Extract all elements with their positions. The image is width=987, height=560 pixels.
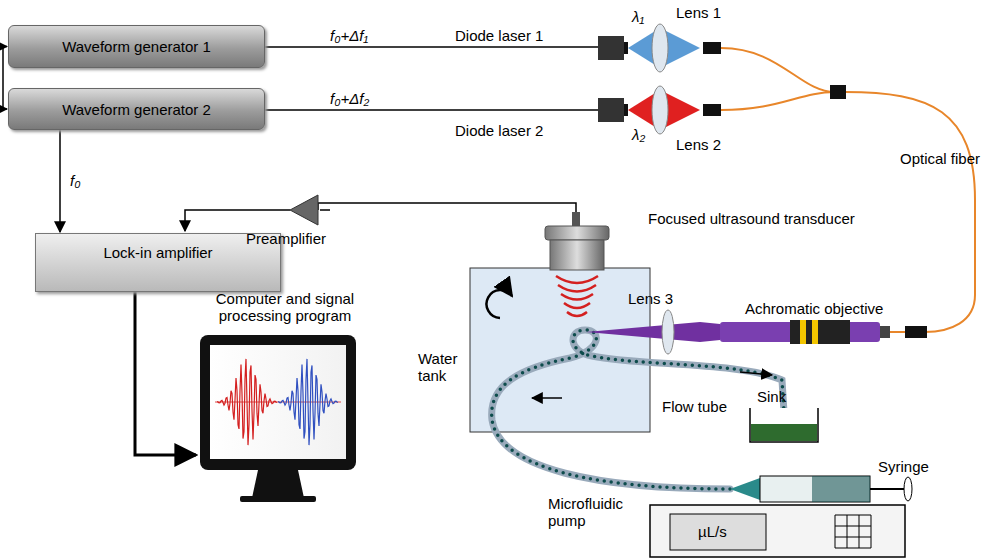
illustration-g: [556, 276, 598, 316]
illustration-polygon: [290, 195, 318, 225]
generator-box: Waveform generator 2: [8, 88, 265, 130]
part-label: Preamplifier: [246, 230, 326, 247]
illustration-rect: [703, 42, 721, 54]
illustration-rect: [210, 345, 346, 459]
illustration-path: [556, 276, 598, 283]
illustration-line: [835, 548, 871, 549]
illustration-line: [265, 46, 598, 48]
part-label: Diode laser 2: [455, 122, 543, 139]
part-label: Water tank: [418, 350, 468, 385]
node-label: Waveform generator 2: [62, 101, 211, 118]
part-label: Diode laser 1: [455, 27, 543, 44]
part-label: Sink: [757, 388, 786, 405]
illustration-polygon: [700, 322, 720, 342]
illustration-line: [740, 372, 772, 375]
illustration-path: [721, 48, 975, 332]
illustration-rect: [240, 496, 316, 502]
edge-label: f₀: [68, 172, 83, 189]
illustration-rect: [760, 476, 870, 502]
illustration-rect: [624, 42, 628, 54]
illustration-path: [750, 408, 818, 442]
illustration-line: [532, 397, 562, 399]
signal-connector: [59, 130, 61, 232]
illustration-rect: [598, 98, 624, 122]
illustration-rect: [812, 320, 818, 344]
illustration-rect: [800, 320, 806, 344]
illustration-rect: [812, 476, 870, 502]
part-label: Focused ultrasound transducer: [648, 210, 855, 227]
illustration-g: [835, 515, 871, 548]
part-label: Microfluidic pump: [548, 495, 643, 530]
illustration-polygon: [252, 470, 304, 498]
illustration-rect: [470, 268, 650, 432]
illustration-polyline: [185, 210, 290, 231]
illustration-rect: [830, 85, 846, 99]
illustration-polyline: [135, 292, 196, 455]
node-label: Waveform generator 1: [62, 38, 211, 55]
part-label: Lens 2: [676, 136, 721, 153]
illustration-ellipse: [904, 477, 912, 501]
illustration-path: [567, 312, 587, 316]
illustration-ellipse: [652, 86, 668, 134]
illustration-line: [871, 515, 872, 548]
illustration-path: [492, 330, 784, 489]
part-label: λ₂: [632, 126, 645, 143]
illustration-rect: [550, 240, 604, 270]
part-label: Syringe: [878, 458, 929, 475]
illustration-path: [561, 294, 593, 300]
illustration-rect: [905, 326, 927, 338]
part-label: Optical fiber: [900, 150, 980, 167]
signal-connector: [3, 47, 7, 110]
illustration-line: [847, 515, 848, 548]
illustration-line: [890, 331, 905, 333]
illustration-rect: [880, 326, 890, 338]
illustration-path: [564, 303, 590, 308]
illustration-ellipse: [652, 24, 668, 72]
illustration-line: [870, 488, 905, 490]
illustration-rect: [545, 226, 609, 240]
node-label: Lock-in amplifier: [36, 244, 280, 261]
part-label: µL/s: [698, 523, 727, 540]
part-label: f₀+Δf₂: [330, 90, 369, 107]
illustration-line: [859, 515, 860, 548]
part-label: Achromatic objective: [745, 300, 883, 317]
part-label: Lens 3: [628, 290, 673, 307]
illustration-line: [835, 515, 836, 548]
part-label: f₀+Δf₁: [330, 27, 368, 44]
illustration-rect: [200, 335, 356, 470]
part-label: Lens 1: [676, 4, 721, 21]
part-label: Computer and signal processing program: [195, 290, 375, 325]
illustration-line: [835, 526, 871, 527]
illustration-polyline: [278, 359, 338, 445]
amplifier-box: Lock-in amplifier: [35, 233, 281, 292]
illustration-line: [835, 537, 871, 538]
illustration-line: [835, 515, 871, 516]
illustration-path: [487, 290, 512, 318]
illustration-rect: [598, 36, 624, 60]
illustration-rect: [650, 505, 905, 557]
illustration-polyline: [318, 203, 576, 212]
part-label: λ₁: [632, 8, 644, 25]
illustration-line: [265, 109, 598, 111]
part-label: Flow tube: [662, 398, 727, 415]
illustration-path: [558, 285, 596, 292]
illustration-polygon: [586, 322, 700, 342]
illustration-ellipse: [662, 310, 674, 354]
illustration-polygon: [730, 478, 760, 500]
illustration-rect: [790, 320, 850, 344]
illustration-line: [320, 209, 330, 211]
illustration-polyline: [217, 359, 277, 445]
illustration-rect: [572, 212, 580, 226]
illustration-rect: [703, 104, 721, 116]
illustration-path: [492, 330, 784, 489]
illustration-rect: [624, 104, 628, 116]
illustration-rect: [670, 514, 766, 550]
generator-box: Waveform generator 1: [8, 25, 265, 68]
illustration-rect: [751, 424, 817, 441]
